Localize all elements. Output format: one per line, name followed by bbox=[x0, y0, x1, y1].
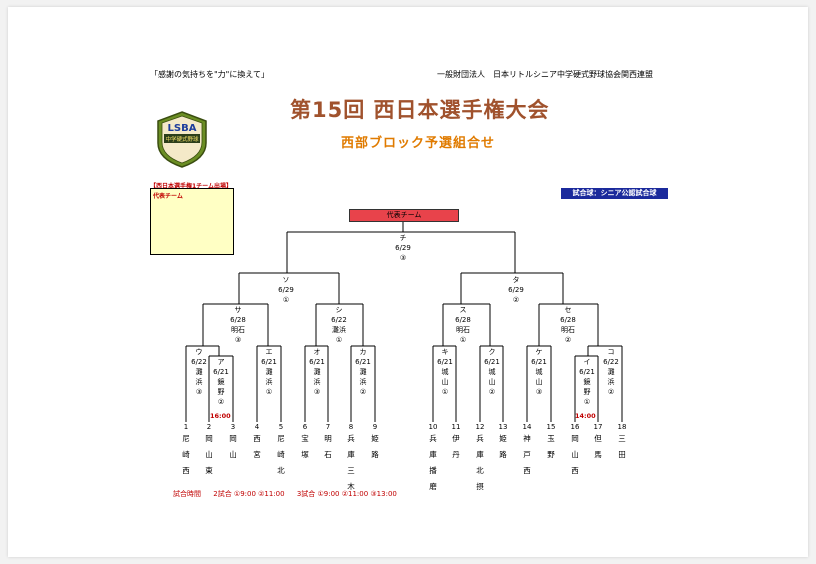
game-times-two: 2試合 ①9:00 ②11:00 bbox=[213, 490, 285, 498]
representative-box-label: 代表チーム bbox=[153, 193, 183, 200]
motto-text: 「感謝の気持ちを"力"に換えて」 bbox=[150, 70, 269, 79]
team-number: 4 bbox=[254, 423, 260, 431]
team-number: 10 bbox=[428, 423, 438, 431]
page-subtitle: 西部ブロック予選組合せ bbox=[341, 136, 496, 151]
team-number: 12 bbox=[475, 423, 485, 431]
game-times-label: 試合時間 bbox=[173, 490, 201, 498]
team-number: 3 bbox=[230, 423, 236, 431]
match-ball-badge: 試合球：シニア公認試合球 bbox=[561, 188, 668, 199]
team-name: 但馬 bbox=[594, 434, 602, 459]
representative-note: 【西日本選手権1チーム出場】 bbox=[150, 183, 232, 190]
game-time-a: 16:00 bbox=[210, 412, 231, 420]
team-name: 姫路 bbox=[371, 434, 379, 459]
team-number: 14 bbox=[522, 423, 532, 431]
game-times-three: 3試合 ①9:00 ②11:00 ③13:00 bbox=[296, 490, 397, 498]
team-name: 神戸西 bbox=[523, 434, 531, 475]
organization-text: 一般財団法人 日本リトルシニア中学硬式野球協会関西連盟 bbox=[437, 70, 653, 79]
team-name: 伊丹 bbox=[452, 434, 460, 459]
svg-text:LSBA: LSBA bbox=[168, 123, 197, 134]
team-name: 兵庫三木 bbox=[347, 434, 355, 491]
team-name: 宝塚 bbox=[301, 434, 309, 459]
team-name: 西宮 bbox=[253, 434, 261, 459]
team-name: 尼崎西 bbox=[182, 434, 190, 475]
team-number: 13 bbox=[498, 423, 508, 431]
team-number: 11 bbox=[451, 423, 461, 431]
team-number: 1 bbox=[183, 423, 189, 431]
team-name: 三田 bbox=[618, 434, 626, 459]
team-name: 岡山 bbox=[229, 434, 237, 459]
team-number: 6 bbox=[302, 423, 308, 431]
game-times: 試合時間 2試合 ①9:00 ②11:00 3試合 ①9:00 ②11:00 ③… bbox=[173, 489, 407, 499]
team-name: 岡山東 bbox=[205, 434, 213, 475]
team-name: 岡山西 bbox=[571, 434, 579, 475]
page-title: 第15回 西日本選手権大会 bbox=[290, 98, 550, 122]
team-name: 尼崎北 bbox=[277, 434, 285, 475]
logo-emblem: LSBA 中学硬式野球 bbox=[157, 111, 207, 168]
team-name: 兵庫播磨 bbox=[429, 434, 437, 491]
team-name: 兵庫北摂 bbox=[476, 434, 484, 491]
game-time-i: 14:00 bbox=[575, 412, 596, 420]
team-name: 明石 bbox=[324, 434, 332, 459]
league-logo: LSBA 中学硬式野球 bbox=[152, 109, 212, 169]
representative-slot: 代表チーム bbox=[349, 209, 459, 222]
document-sheet bbox=[8, 7, 808, 557]
team-number: 17 bbox=[593, 423, 603, 431]
representative-box: 代表チーム bbox=[150, 188, 234, 255]
team-number: 8 bbox=[348, 423, 354, 431]
team-name: 姫路 bbox=[499, 434, 507, 459]
team-number: 2 bbox=[206, 423, 212, 431]
team-number: 15 bbox=[546, 423, 556, 431]
team-number: 7 bbox=[325, 423, 331, 431]
team-name: 玉野 bbox=[547, 434, 555, 459]
team-number: 16 bbox=[570, 423, 580, 431]
team-number: 18 bbox=[617, 423, 627, 431]
team-number: 9 bbox=[372, 423, 378, 431]
svg-text:中学硬式野球: 中学硬式野球 bbox=[165, 135, 199, 143]
team-number: 5 bbox=[278, 423, 284, 431]
